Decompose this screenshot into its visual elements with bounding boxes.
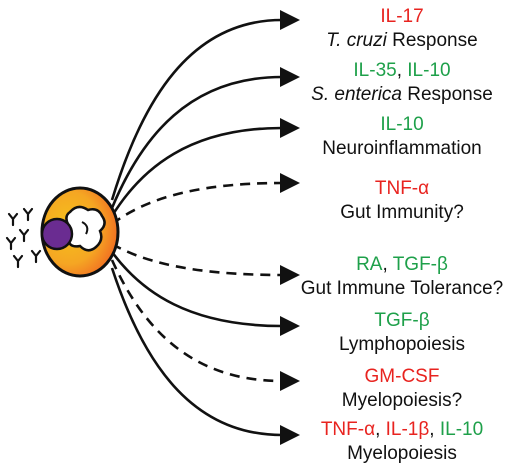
function-line: Myelopoiesis [282,442,510,466]
cytokine-name: TGF-β [392,254,448,275]
cytokine-name: IL-10 [439,419,484,440]
bead-icon [40,217,74,251]
cytokine-line: TNF-α, IL-1β, IL-10 [282,418,510,442]
function-line: Gut Immune Tolerance? [282,277,510,301]
arrow-3 [110,126,283,217]
arrowhead-icon [280,265,300,285]
arrow-7 [110,259,283,383]
output-label-7: GM-CSF Myelopoiesis? [282,365,510,413]
arrowhead-icon [280,10,300,30]
antibody-icon [5,236,17,251]
antibody-icon [22,207,34,222]
function-text: Myelopoiesis? [341,390,463,411]
function-text: Response [401,84,493,105]
cytokine-name: IL-35 [353,60,397,81]
function-text: Gut Immune Tolerance? [300,278,504,299]
function-text: Response [386,30,478,51]
cytokine-line: TNF-α [282,177,510,201]
cytokine-line: GM-CSF [282,365,510,389]
arrow-1 [110,18,283,201]
cytokine-line: IL-35, IL-10 [282,59,510,83]
antibody-icon [18,228,30,243]
cytokine-line: IL-17 [282,5,510,29]
arrowhead-icon [280,425,300,445]
cytokine-name: IL-10 [407,60,451,81]
function-line: Lymphopoiesis [282,333,510,357]
arrowhead-icon [280,316,300,336]
cytokine-line: IL-10 [282,113,510,137]
cytokine-name: , [429,419,440,440]
arrow-4 [111,181,283,226]
cytokine-name: TGF-β [374,310,430,331]
cytokine-name: GM-CSF [364,366,440,387]
antibody-icon [12,254,24,269]
function-line: S. enterica Response [282,83,510,107]
cytokine-name: TNF-α [374,178,430,199]
pathogen-name: T. cruzi [326,30,387,51]
antibodies-icon [5,207,42,269]
pathogen-name: S. enterica [311,84,402,105]
function-text: Myelopoiesis [347,443,457,464]
function-line: Myelopoiesis? [282,389,510,413]
arrow-5 [111,242,283,277]
cytokine-name: IL-17 [380,6,424,27]
arrows-group [110,10,300,445]
function-line: Gut Immunity? [282,201,510,225]
arrowhead-icon [280,67,300,87]
function-text: Neuroinflammation [322,138,482,159]
arrow-6 [110,251,283,328]
cytokine-name: , [396,60,408,81]
arrowhead-icon [280,173,300,193]
antibody-icon [30,249,42,264]
arrowhead-icon [280,371,300,391]
cytokine-name: , [375,419,386,440]
cytokine-name: RA [356,254,383,275]
arrow-8 [110,267,283,437]
b-cell-icon [40,186,120,278]
function-text: Lymphopoiesis [338,334,466,355]
cytokine-line: RA, TGF-β [282,253,510,277]
cytokine-line: TGF-β [282,309,510,333]
arrow-2 [110,75,283,209]
arrowhead-icon [280,118,300,138]
cytokine-name: , [382,254,393,275]
function-line: T. cruzi Response [282,29,510,53]
cytokine-name: TNF-α [320,419,376,440]
antibody-icon [7,212,19,227]
function-text: Gut Immunity? [340,202,464,223]
function-line: Neuroinflammation [282,137,510,161]
cytokine-name: IL-1β [385,419,430,440]
cytokine-name: IL-10 [380,114,424,135]
